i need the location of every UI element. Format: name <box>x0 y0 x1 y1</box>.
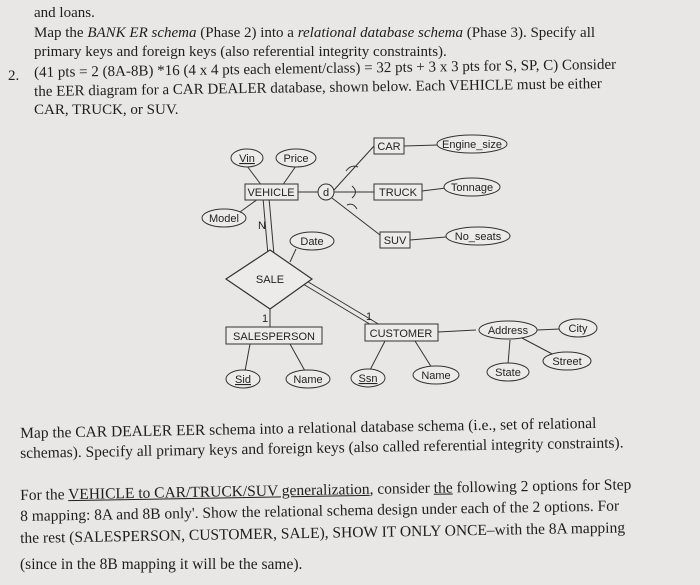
attr-price-label: Price <box>283 153 308 165</box>
text-emphasis: BANK ER schema <box>87 25 197 41</box>
attr-c-name-label: Name <box>421 370 450 382</box>
attr-engine-size-ellipse <box>436 134 508 154</box>
text-fragment: Map the <box>34 25 88 41</box>
attr-no-seats-ellipse <box>445 226 511 246</box>
attr-date-ellipse <box>289 231 335 251</box>
attr-sid-label: Sid <box>235 374 251 386</box>
attr-model-label: Model <box>209 213 239 225</box>
relationship-sale-label: SALE <box>256 274 284 286</box>
text-fragment: For the <box>20 486 69 504</box>
entity-vehicle-box <box>244 183 299 201</box>
entity-salesperson-box <box>225 326 323 345</box>
attr-sid-ellipse <box>225 369 261 389</box>
attr-tonnage-ellipse <box>443 177 501 197</box>
attr-ssn-label: Ssn <box>359 373 378 385</box>
disjoint-label: d <box>323 187 329 199</box>
attr-date-label: Date <box>300 236 323 248</box>
attr-street-ellipse <box>542 351 592 371</box>
text-emphasis: relational database schema <box>297 25 463 41</box>
entity-car-label: CAR <box>377 141 400 153</box>
entity-suv-label: SUV <box>384 235 407 247</box>
entity-truck-box <box>373 183 423 201</box>
attr-price-ellipse <box>275 148 317 168</box>
entity-suv-box <box>379 231 411 249</box>
text-line-bank-mapping: Map the BANK ER schema (Phase 2) into a … <box>34 24 595 43</box>
text-line-primary-keys: primary keys and foreign keys (also refe… <box>34 44 447 60</box>
entity-vehicle-label: VEHICLE <box>247 187 294 199</box>
entity-salesperson-label: SALESPERSON <box>233 331 315 343</box>
attr-city-label: City <box>569 323 588 335</box>
attr-state-label: State <box>495 367 521 379</box>
generalization-underlined: VEHICLE to CAR/TRUCK/SUV generalization <box>67 480 370 504</box>
para2-line4: (since in the 8B mapping it will be the … <box>20 556 303 573</box>
entity-truck-label: TRUCK <box>379 187 418 199</box>
question-number: 2. <box>8 68 20 84</box>
attr-ssn-ellipse <box>350 368 386 388</box>
question-line-3: CAR, TRUCK, or SUV. <box>34 102 179 118</box>
attr-vin-label: Vin <box>239 153 255 165</box>
cardinality-1-customer: 1 <box>366 311 372 323</box>
text-fragment: , consider <box>369 479 434 498</box>
attr-no-seats-label: No_seats <box>455 231 502 243</box>
eer-diagram: VEHICLE CAR TRUCK SUV SALESPERSON CUSTOM… <box>201 134 598 389</box>
cardinality-1-salesperson: 1 <box>262 313 268 325</box>
attr-engine-size-label: Engine_size <box>442 139 502 151</box>
entity-customer-box <box>364 323 439 342</box>
text-line-and-loans: and loans. <box>34 5 95 21</box>
relationship-sale-diamond <box>224 249 314 310</box>
entity-car-box <box>373 137 405 155</box>
disjoint-circle <box>317 183 335 201</box>
entity-customer-label: CUSTOMER <box>370 328 433 340</box>
attr-c-name-ellipse <box>412 365 460 385</box>
text-fragment: (Phase 3). Specify all <box>462 25 596 41</box>
attr-state-ellipse <box>486 362 530 382</box>
attr-tonnage-label: Tonnage <box>451 182 493 194</box>
attr-address-label: Address <box>488 325 529 337</box>
attr-city-ellipse <box>558 318 598 338</box>
attr-model-ellipse <box>201 208 247 228</box>
attr-sp-name-ellipse <box>285 369 331 389</box>
attr-vin-ellipse <box>230 148 264 168</box>
the-underlined: the <box>433 479 453 497</box>
text-fragment: following 2 options for Step <box>452 476 632 497</box>
cardinality-n: N <box>258 220 266 232</box>
text-fragment: (Phase 2) into a <box>196 25 298 41</box>
attr-sp-name-label: Name <box>293 374 322 386</box>
attr-street-label: Street <box>552 356 581 368</box>
attr-address-ellipse <box>478 320 538 340</box>
